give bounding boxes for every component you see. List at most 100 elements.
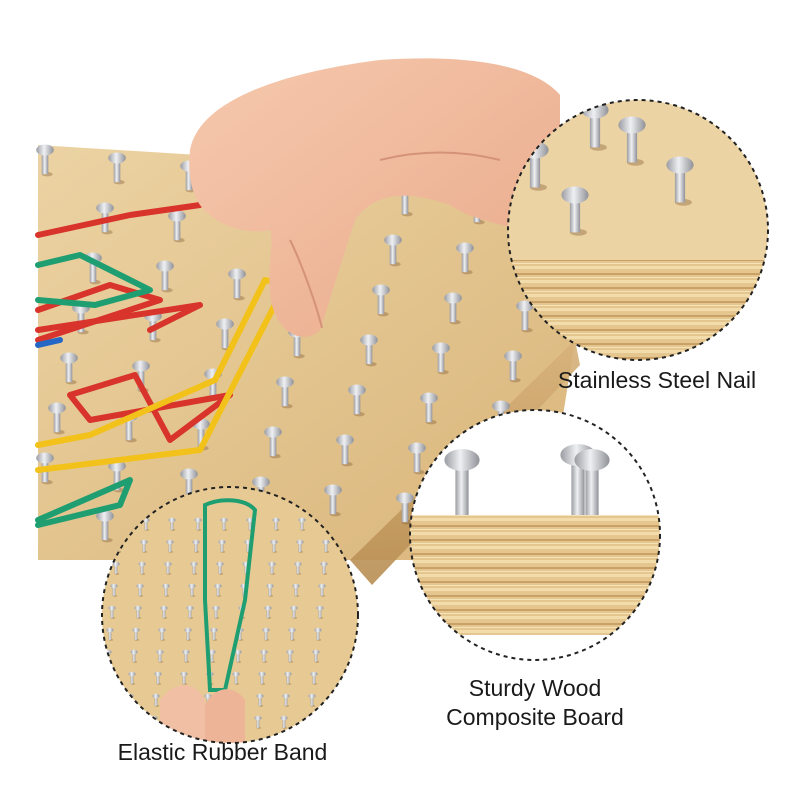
nail (166, 539, 174, 553)
nail (444, 449, 480, 515)
rubber-band-closeup (101, 486, 359, 744)
nail (110, 583, 118, 597)
nail (254, 715, 262, 729)
nail (190, 561, 198, 575)
nail (282, 693, 290, 707)
nail (134, 605, 142, 619)
nail (168, 210, 186, 243)
nail (444, 292, 462, 325)
nail (132, 627, 140, 641)
nail (314, 627, 322, 641)
hand (189, 58, 561, 337)
nail (292, 583, 300, 597)
nail (561, 186, 589, 236)
nail (164, 561, 172, 575)
nail (108, 152, 126, 185)
nail (152, 693, 160, 707)
nail (162, 583, 170, 597)
nail (260, 649, 268, 663)
nail (384, 234, 402, 267)
nail (108, 605, 116, 619)
nail (208, 649, 216, 663)
board-edge-closeup (409, 409, 661, 661)
nail (48, 402, 66, 435)
nail (112, 561, 120, 575)
nail (396, 492, 414, 525)
nail (288, 627, 296, 641)
nail (256, 693, 264, 707)
nail (234, 649, 242, 663)
nail (106, 627, 114, 641)
nail (456, 242, 474, 275)
caption-line: Composite Board (446, 704, 624, 730)
nail (276, 376, 294, 409)
nail (262, 627, 270, 641)
nail (138, 561, 146, 575)
nail (312, 649, 320, 663)
nail (192, 539, 200, 553)
nail (140, 539, 148, 553)
nail (228, 268, 246, 301)
nail (102, 715, 106, 729)
nail (308, 693, 316, 707)
nail (280, 715, 288, 729)
nail (36, 144, 54, 177)
caption-stainless-steel-nail: Stainless Steel Nail (557, 367, 757, 393)
nail (290, 605, 298, 619)
nail (306, 715, 314, 729)
caption-elastic-rubber-band: Elastic Rubber Band (117, 739, 328, 765)
nail (186, 605, 194, 619)
nail (158, 627, 166, 641)
nail (128, 671, 136, 685)
nail (216, 561, 224, 575)
nail (212, 605, 220, 619)
nail (318, 583, 326, 597)
nail (360, 334, 378, 367)
nail (298, 517, 306, 531)
nail (420, 392, 438, 425)
nail (218, 539, 226, 553)
nail (182, 649, 190, 663)
nail (168, 517, 176, 531)
caption-line: Sturdy Wood (468, 675, 602, 701)
nail (258, 671, 266, 685)
nail (320, 561, 328, 575)
nail (432, 342, 450, 375)
nail (156, 649, 164, 663)
nail (270, 539, 278, 553)
nail (160, 605, 168, 619)
nail (336, 434, 354, 467)
nail (574, 449, 610, 515)
nail (214, 583, 222, 597)
nail (102, 693, 108, 707)
nail (210, 627, 218, 641)
caption-sturdy-wood-composite-board: Sturdy Wood Composite Board (420, 674, 650, 732)
nail (130, 649, 138, 663)
nail (154, 671, 162, 685)
nail (264, 605, 272, 619)
nail (504, 350, 522, 383)
nail (180, 671, 188, 685)
nail (296, 539, 304, 553)
nail (666, 156, 694, 206)
nail (286, 649, 294, 663)
nail (408, 442, 426, 475)
nail (96, 510, 114, 543)
nail (188, 583, 196, 597)
nail (348, 384, 366, 417)
nail (266, 583, 274, 597)
nail (272, 517, 280, 531)
nail (372, 284, 390, 317)
nail (60, 352, 78, 385)
nail (322, 539, 330, 553)
nail (310, 671, 318, 685)
nail (220, 517, 228, 531)
nail (268, 561, 276, 575)
nail (284, 671, 292, 685)
nail (184, 627, 192, 641)
nail (232, 671, 240, 685)
nail (324, 484, 342, 517)
nail (124, 715, 132, 729)
nail (102, 671, 110, 685)
